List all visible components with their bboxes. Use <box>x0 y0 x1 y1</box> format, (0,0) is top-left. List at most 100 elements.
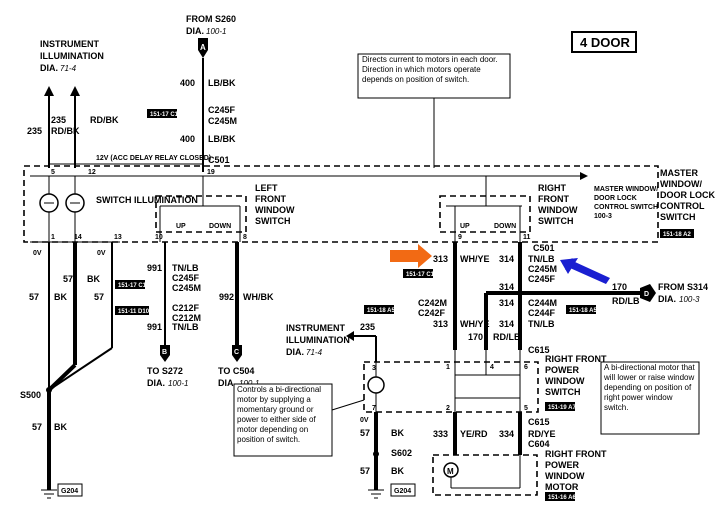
wire-bk-d: BK <box>54 422 67 432</box>
source-right-page: 100-3 <box>679 295 700 304</box>
wire-rdlb-b: RD/LB <box>612 296 640 306</box>
ref-151-16-a6 <box>545 492 575 501</box>
svg-text:151-18 A5: 151-18 A5 <box>569 308 597 314</box>
svg-text:G204: G204 <box>394 488 411 495</box>
note-controls: Controls a bi-directional motor by suppl… <box>237 385 322 444</box>
g204-left <box>57 483 83 497</box>
wire-tnlb-cr-a: TN/LB <box>528 254 555 264</box>
svg-text:151-17 C1: 151-17 C1 <box>118 283 147 289</box>
svg-text:M: M <box>447 467 454 476</box>
svg-text:11: 11 <box>523 234 531 241</box>
relay-label: 12V (ACC DELAY RELAY CLOSED) <box>96 155 211 162</box>
page-s272: 100-1 <box>168 379 188 388</box>
note-bidir-box <box>600 361 700 435</box>
svg-text:12: 12 <box>88 169 96 176</box>
wire-333: 333 <box>433 429 448 439</box>
svg-text:2: 2 <box>446 405 450 412</box>
connector-d-icon <box>640 284 656 302</box>
page-title: 4 DOOR <box>580 35 630 50</box>
wire-rdye: RD/YE <box>528 429 556 439</box>
svg-text:151-17 C1: 151-17 C1 <box>406 272 435 278</box>
c604-label: C604 <box>528 439 550 449</box>
motor-box <box>432 454 538 496</box>
wire-whye-b: WH/YE <box>460 319 490 329</box>
wire-235-right: 235 <box>360 322 375 332</box>
svg-text:B: B <box>162 349 167 356</box>
switch-illumination-label: SWITCH ILLUMINATION <box>96 195 198 205</box>
ii-right-line2: ILLUMINATION <box>286 335 350 345</box>
to-s272: TO S272 <box>147 366 183 376</box>
ov-b: 0V <box>97 250 106 257</box>
ref-151-18-a5-b <box>566 305 596 314</box>
wire-tnlb-cr-b: TN/LB <box>528 319 555 329</box>
svg-text:10: 10 <box>155 234 163 241</box>
c212m-cl: C212M <box>172 313 201 323</box>
wire-313b: 313 <box>433 319 448 329</box>
c501-cr: C501 <box>533 243 555 253</box>
ref-151-18-a5-a <box>364 305 394 314</box>
wire-991a: 991 <box>147 263 162 273</box>
wire-170a: 170 <box>468 332 483 342</box>
wire-bk-right-b: BK <box>391 466 404 476</box>
wire-rdbk-color: RD/BK <box>90 115 119 125</box>
lf-switch-box <box>155 195 247 233</box>
connector-c-icon <box>232 345 242 362</box>
wire-tnlb-a: TN/LB <box>172 263 199 273</box>
c245m-label: C245M <box>208 116 237 126</box>
c615-cr: C615 <box>528 345 550 355</box>
wire-400b-color: LB/BK <box>208 134 236 144</box>
wire-bk-b: BK <box>87 274 100 284</box>
wire-57-right: 57 <box>360 428 370 438</box>
c501-top-label: C501 <box>208 155 230 165</box>
connector-b-icon <box>160 345 170 362</box>
svg-text:1: 1 <box>51 234 55 241</box>
ov-right: 0V <box>360 417 369 424</box>
source-top-page: 100-1 <box>206 27 226 36</box>
arrow-up-icon <box>44 86 54 96</box>
svg-text:4: 4 <box>490 364 494 371</box>
connector-a-icon <box>198 38 208 58</box>
svg-text:151-11 D10: 151-11 D10 <box>118 309 150 315</box>
wire-170b: 170 <box>612 282 627 292</box>
svg-text:8: 8 <box>243 234 247 241</box>
svg-text:5: 5 <box>51 169 55 176</box>
lf-down: DOWN <box>209 223 231 230</box>
ov-a: 0V <box>33 250 42 257</box>
c615-b: C615 <box>528 417 550 427</box>
svg-text:14: 14 <box>74 234 82 241</box>
s602-label: S602 <box>391 448 412 458</box>
svg-text:3: 3 <box>372 365 376 372</box>
lf-up: UP <box>176 223 186 230</box>
wire-57c: 57 <box>94 292 104 302</box>
svg-text:151-18 A5: 151-18 A5 <box>367 308 395 314</box>
title-box <box>571 31 637 53</box>
wire-992: 992 <box>219 292 234 302</box>
ii-top-line1: INSTRUMENT <box>40 39 99 49</box>
wire-400b-circuit: 400 <box>180 134 195 144</box>
ii-right-dia: DIA. <box>286 347 304 357</box>
wire-tnlb-b: TN/LB <box>172 322 199 332</box>
wire-57d: 57 <box>32 422 42 432</box>
wire-whye-a: WH/YE <box>460 254 490 264</box>
rf-power-switch-box <box>363 361 539 413</box>
svg-text:7: 7 <box>372 405 376 412</box>
c245m-cl: C245M <box>172 283 201 293</box>
arrow-left-icon <box>346 331 354 341</box>
source-top-dia: DIA. <box>186 26 204 36</box>
c245f-cr: C245F <box>528 274 556 284</box>
source-right-dia: DIA. <box>658 294 676 304</box>
wire-57a: 57 <box>29 292 39 302</box>
wire-whbk: WH/BK <box>243 292 274 302</box>
ii-right-line1: INSTRUMENT <box>286 323 345 333</box>
ref-151-17-c1-top <box>147 109 177 118</box>
wire-313a: 313 <box>433 254 448 264</box>
note-directs: Directs current to motors in each door. … <box>362 55 498 84</box>
blue-arrow-icon <box>565 258 610 284</box>
ref-151-18-a2-text: 151-18 A2 <box>663 232 691 238</box>
ref-151-19-a7 <box>545 402 575 411</box>
c245f-label: C245F <box>208 105 236 115</box>
